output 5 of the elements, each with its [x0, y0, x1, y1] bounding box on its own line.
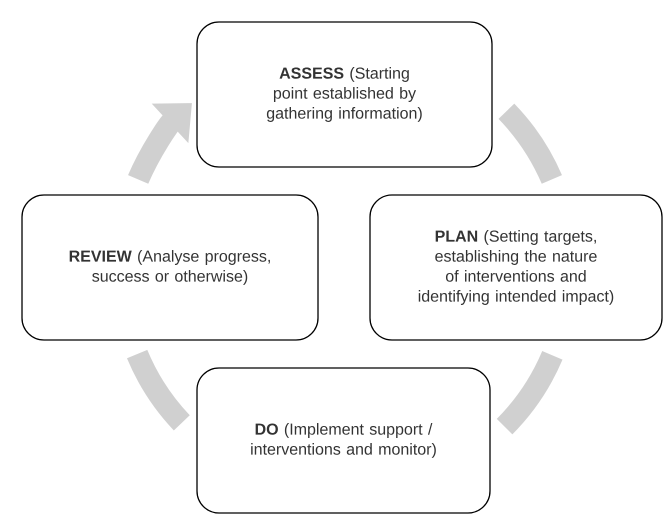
process-box: ASSESS (Starting point established by gathering information): [196, 21, 493, 168]
process-box: PLAN (Setting targets, establishing the nature of interventions and identifying intended impact): [369, 194, 663, 341]
cycle-arrow: [128, 103, 192, 184]
process-box: REVIEW (Analyse progress, success or otherwise): [21, 194, 319, 341]
process-box: DO (Implement support / interventions and monitor): [196, 367, 491, 514]
